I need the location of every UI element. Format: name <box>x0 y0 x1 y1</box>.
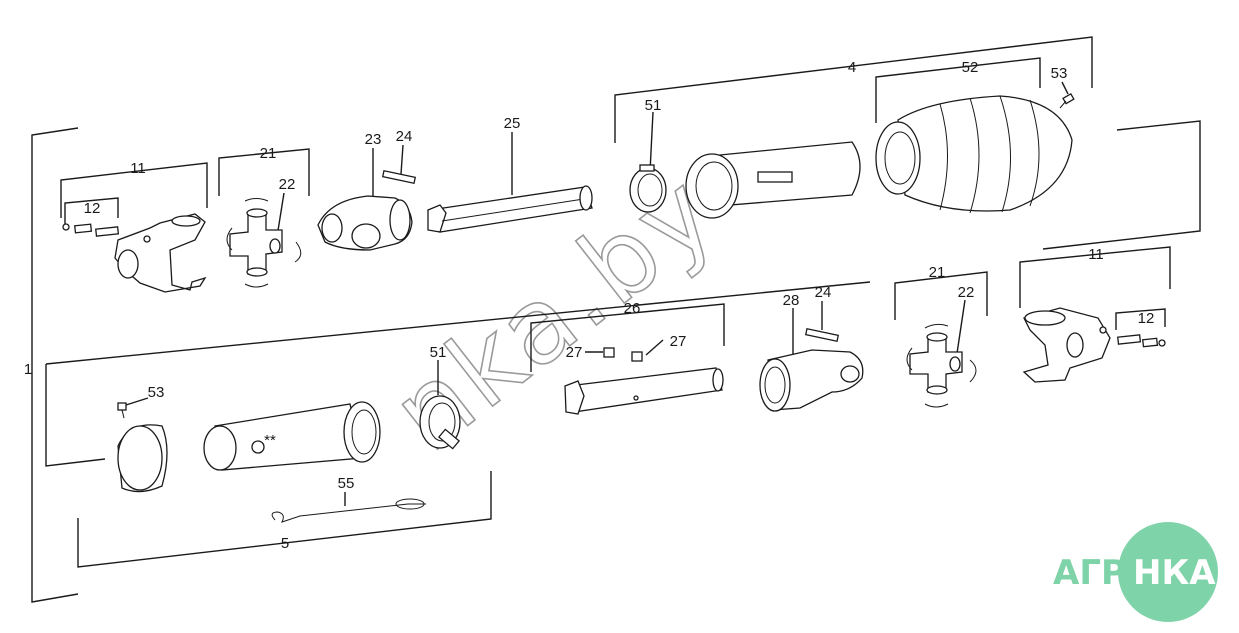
label-yoke-outer: 11 <box>130 160 146 177</box>
profile-tube-outer <box>427 185 593 233</box>
cv-cone <box>875 95 1073 214</box>
yoke-right <box>1022 307 1111 383</box>
label-grease-nipple-b: 27 <box>670 333 687 350</box>
agro-nka-logo: АГРО НКА <box>1053 522 1218 622</box>
label-circlip-right: 22 <box>958 284 975 301</box>
cross-kit-right <box>906 323 977 408</box>
bolt-set-left <box>62 223 120 237</box>
label-tube-marker: ** <box>264 432 276 449</box>
logo-text-left: АГРО <box>1053 553 1155 593</box>
parts <box>62 93 1166 523</box>
safety-chain <box>271 498 426 523</box>
label-spring-pin: 24 <box>396 128 413 145</box>
spring-pin-right <box>804 327 840 343</box>
label-yoke-outer-right: 11 <box>1088 246 1104 263</box>
part-labels: 1 4 52 53 51 25 23 24 11 21 22 12 26 27 … <box>24 59 1155 552</box>
inner-guard-tube <box>203 401 381 471</box>
label-inner-yoke: 23 <box>365 131 382 148</box>
label-screw-top: 53 <box>1051 65 1068 82</box>
label-bolt-set: 12 <box>84 200 101 217</box>
grease-nipples <box>603 347 643 362</box>
label-profile-tube-inner: 26 <box>624 300 641 317</box>
logo-circle <box>1118 522 1218 622</box>
label-cross-kit-right: 21 <box>929 264 946 281</box>
label-bolt-set-right: 12 <box>1138 310 1155 327</box>
label-screw-bottom: 53 <box>148 384 165 401</box>
inner-yoke-left <box>317 195 413 251</box>
bolt-set-right <box>1117 334 1166 348</box>
label-bearing-ring-bottom: 51 <box>430 344 447 361</box>
label-bearing-ring-top: 51 <box>645 97 662 114</box>
spring-pin-left <box>381 169 417 185</box>
label-circlip: 22 <box>279 176 296 193</box>
label-profile-tube-outer: 25 <box>504 115 521 132</box>
label-safety-chain: 55 <box>338 475 355 492</box>
profile-tube-inner <box>564 367 724 415</box>
label-tube-guard-inner: 5 <box>281 535 289 552</box>
label-tube-guard-outer: 4 <box>848 59 856 76</box>
outer-guard-tube <box>685 141 861 219</box>
label-grease-nipple-a: 27 <box>566 344 583 361</box>
cone-bottom <box>117 402 168 493</box>
logo-text-right: НКА <box>1133 553 1216 593</box>
bearing-ring-top <box>629 164 667 213</box>
inner-yoke-right <box>759 349 864 412</box>
label-cv-cone: 52 <box>962 59 979 76</box>
label-cross-kit: 21 <box>260 145 277 162</box>
cross-kit-left <box>226 198 302 288</box>
label-inner-yoke-right: 28 <box>783 292 800 309</box>
bearing-ring-bottom <box>419 395 461 450</box>
label-shaft-assembly: 1 <box>24 361 32 378</box>
label-spring-pin-right: 24 <box>815 284 832 301</box>
yoke-left <box>114 213 207 293</box>
screw-top <box>1059 93 1075 109</box>
